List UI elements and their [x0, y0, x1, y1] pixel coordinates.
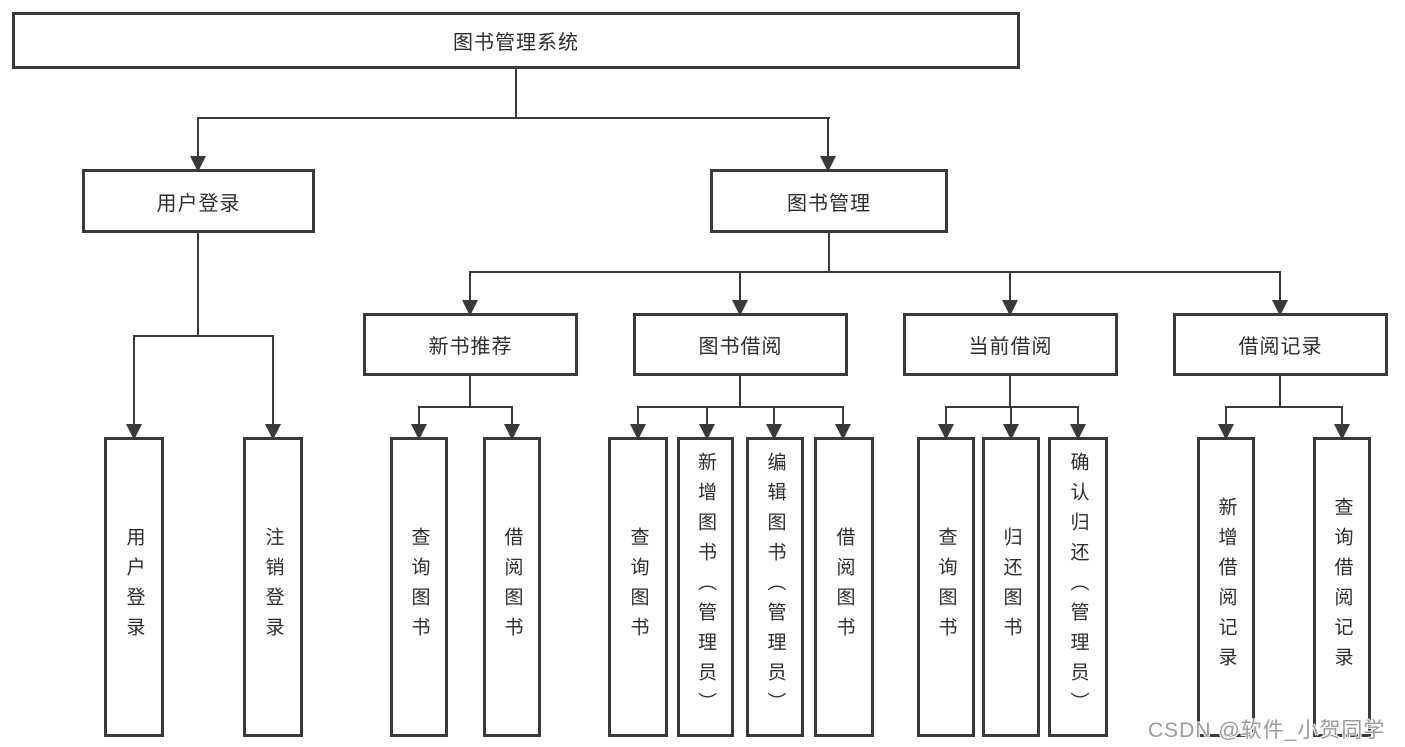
connector-line: [827, 117, 829, 159]
node-label: 查询图书: [627, 527, 649, 647]
arrowhead-down-icon: [1218, 424, 1234, 440]
node-leaf-borrow-book-recommend: 借阅图书: [483, 437, 541, 737]
node-label: 查询借阅记录: [1331, 497, 1353, 677]
connector-line: [515, 67, 517, 119]
node-leaf-user-login: 用户登录: [104, 437, 164, 737]
node-book-borrowing: 图书借阅: [633, 313, 848, 376]
connector-line: [418, 406, 420, 427]
node-leaf-query-book-borrow: 查询图书: [608, 437, 668, 737]
node-label: 新书推荐: [428, 336, 513, 358]
connector-line: [1279, 271, 1281, 303]
arrowhead-down-icon: [1003, 424, 1019, 440]
connector-line: [1225, 406, 1343, 408]
node-leaf-borrow-book-borrow: 借阅图书: [814, 437, 874, 737]
node-label: 图书借阅: [698, 336, 783, 358]
node-label: 查询图书: [935, 527, 957, 647]
node-label: 借阅图书: [501, 527, 523, 647]
node-label: 编辑图书（管理员）: [764, 452, 786, 722]
node-leaf-confirm-return-admin: 确认归还（管理员）: [1048, 437, 1108, 737]
node-label: 查询图书: [408, 527, 430, 647]
node-label: 归还图书: [1000, 527, 1022, 647]
connector-line: [1010, 406, 1012, 427]
connector-line: [773, 406, 775, 427]
node-leaf-add-borrow-record: 新增借阅记录: [1197, 437, 1255, 737]
connector-line: [637, 406, 844, 408]
arrowhead-down-icon: [411, 424, 427, 440]
arrowhead-down-icon: [732, 300, 748, 316]
node-root: 图书管理系统: [12, 12, 1020, 69]
node-current-borrowing: 当前借阅: [903, 313, 1118, 376]
csdn-watermark: CSDN @软件_小贺同学: [1148, 719, 1386, 742]
connector-line: [1077, 406, 1079, 427]
connector-line: [706, 406, 708, 427]
connector-line: [637, 406, 639, 427]
node-label: 借阅图书: [833, 527, 855, 647]
node-label: 图书管理: [787, 192, 871, 215]
connector-line: [739, 271, 741, 303]
node-label: 注销登录: [262, 527, 284, 647]
connector-line: [945, 406, 947, 427]
arrowhead-down-icon: [462, 300, 478, 316]
node-label: 新增借阅记录: [1215, 497, 1237, 677]
node-label: 图书管理系统: [453, 32, 579, 54]
node-leaf-query-book-current: 查询图书: [917, 437, 975, 737]
arrowhead-down-icon: [126, 424, 142, 440]
connector-line: [272, 335, 274, 425]
connector-line: [197, 117, 830, 119]
arrowhead-down-icon: [820, 156, 836, 172]
node-label: 确认归还（管理员）: [1067, 452, 1089, 722]
arrowhead-down-icon: [766, 424, 782, 440]
node-label: 用户登录: [156, 192, 241, 215]
connector-line: [197, 117, 199, 159]
connector-line: [469, 271, 471, 303]
arrowhead-down-icon: [1334, 424, 1350, 440]
connector-line: [133, 335, 135, 425]
arrowhead-down-icon: [938, 424, 954, 440]
node-leaf-logout: 注销登录: [243, 437, 303, 737]
arrowhead-down-icon: [1272, 300, 1288, 316]
arrowhead-down-icon: [504, 424, 520, 440]
connector-line: [945, 406, 1079, 408]
connector-line: [1009, 271, 1011, 303]
node-label: 新增图书（管理员）: [695, 452, 716, 722]
arrowhead-down-icon: [190, 156, 206, 172]
arrowhead-down-icon: [1070, 424, 1086, 440]
node-label: 当前借阅: [968, 336, 1053, 358]
connector-line: [1009, 373, 1011, 408]
connector-line: [133, 335, 274, 337]
connector-line: [511, 406, 513, 427]
node-label: 借阅记录: [1238, 336, 1323, 358]
node-leaf-return-book: 归还图书: [982, 437, 1040, 737]
arrowhead-down-icon: [630, 424, 646, 440]
arrowhead-down-icon: [1002, 300, 1018, 316]
node-leaf-query-borrow-record: 查询借阅记录: [1313, 437, 1371, 737]
connector-line: [1341, 406, 1343, 427]
node-leaf-add-book-admin: 新增图书（管理员）: [677, 437, 734, 737]
connector-line: [469, 271, 1281, 273]
connector-line: [828, 231, 830, 273]
node-leaf-edit-book-admin: 编辑图书（管理员）: [746, 437, 804, 737]
node-book-management: 图书管理: [710, 169, 948, 233]
connector-line: [1279, 373, 1281, 408]
node-user-login: 用户登录: [82, 169, 315, 233]
connector-line: [418, 406, 513, 408]
node-borrowing-records: 借阅记录: [1173, 313, 1388, 376]
node-label: 用户登录: [123, 527, 145, 647]
arrowhead-down-icon: [835, 424, 851, 440]
node-new-book-recommend: 新书推荐: [363, 313, 578, 376]
connector-line: [1225, 406, 1227, 427]
connector-line: [739, 373, 741, 408]
arrowhead-down-icon: [699, 424, 715, 440]
connector-line: [469, 373, 471, 408]
connector-line: [842, 406, 844, 427]
connector-line: [197, 231, 199, 337]
arrowhead-down-icon: [265, 424, 281, 440]
node-leaf-query-book-recommend: 查询图书: [390, 437, 448, 737]
